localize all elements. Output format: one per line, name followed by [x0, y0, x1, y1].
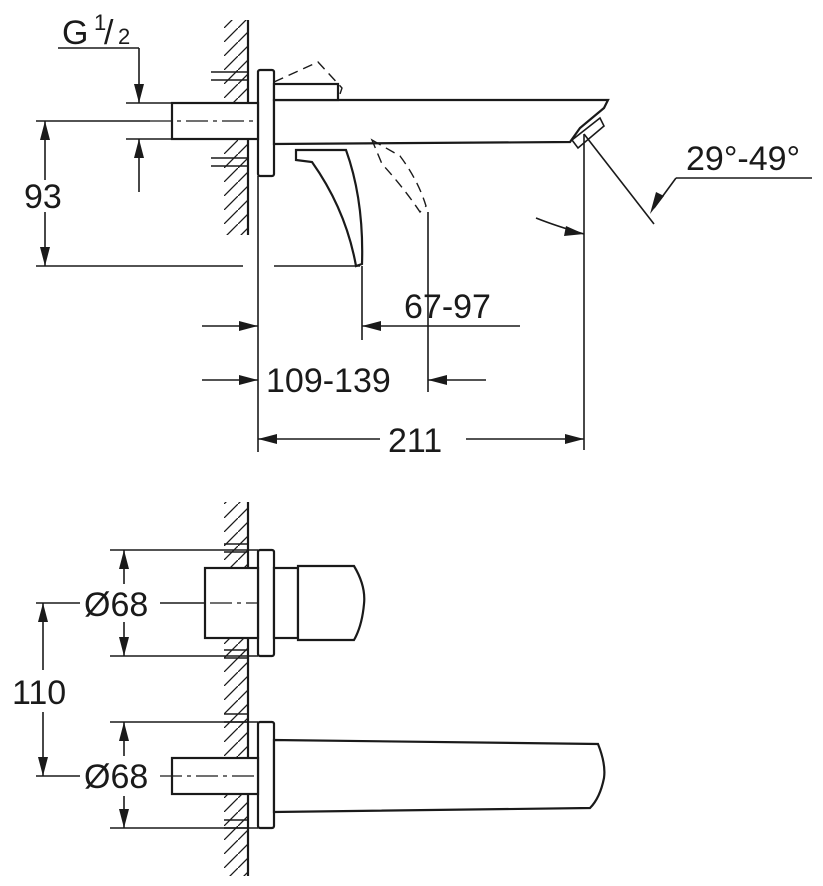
dim-110-label: 110 [12, 674, 66, 712]
spout-rosette [256, 720, 276, 830]
wall-flange [256, 68, 276, 178]
thread-label-g: G [62, 14, 88, 52]
dim-211: 211 [258, 422, 584, 460]
dim-93: 93 [24, 120, 360, 267]
dim-angle-label: 29°-49° [686, 140, 800, 178]
thread-label: G 1 / 2 [58, 10, 172, 192]
dim-dia-top: Ø68 [84, 549, 258, 657]
dim-dia-bottom-label: Ø68 [84, 758, 148, 796]
dim-109-139: 109-139 [202, 176, 486, 452]
handle-neck [272, 566, 300, 640]
spout [272, 98, 610, 146]
side-view: G 1 / 2 93 [24, 10, 812, 460]
thread-label-denominator: 2 [118, 24, 130, 49]
pipe-stub [150, 101, 260, 141]
wall-hatching-bottom [224, 502, 250, 876]
dim-67-97-label: 67-97 [404, 288, 491, 326]
valve-body-top [272, 82, 340, 102]
dim-211-label: 211 [388, 422, 442, 460]
handle-knob [296, 564, 366, 642]
body-alt-position [273, 61, 343, 101]
thread-label-slash: / [104, 14, 114, 52]
lever-alt-position [370, 138, 427, 214]
front-view: Ø68 110 Ø68 [12, 502, 606, 876]
dim-dia-top-label: Ø68 [84, 586, 148, 624]
dim-angle: 29°-49° [535, 133, 812, 450]
lever [294, 148, 364, 268]
handle-rosette [256, 548, 276, 658]
dim-93-label: 93 [24, 178, 62, 216]
dim-dia-bottom: Ø68 [84, 721, 258, 829]
thread-label-numerator: 1 [94, 10, 106, 35]
spout-outlet [570, 116, 605, 150]
dim-67-97: 67-97 [202, 212, 520, 392]
dim-109-139-label: 109-139 [266, 362, 391, 400]
spout-front [272, 738, 606, 814]
dim-110: 110 [12, 602, 80, 777]
